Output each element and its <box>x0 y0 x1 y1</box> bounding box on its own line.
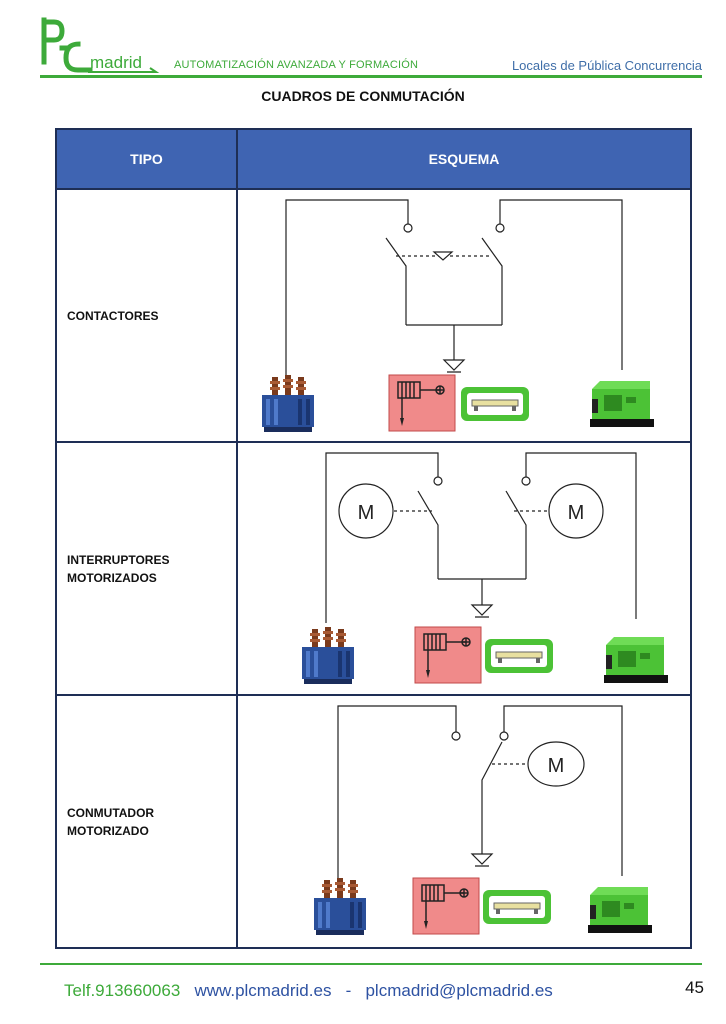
table-row: CONMUTADOR MOTORIZADO <box>55 694 692 949</box>
esquema-cell: M <box>236 694 692 949</box>
contactors-diagram <box>262 199 654 432</box>
footer-separator: - <box>345 981 352 1000</box>
wiring <box>285 199 623 375</box>
emergency-light-icon <box>460 386 530 422</box>
motor-label: M <box>568 502 585 524</box>
transformer-icon <box>262 375 314 432</box>
column-header-esquema: ESQUEMA <box>236 128 692 190</box>
ground-icon <box>470 604 494 618</box>
section-title: Locales de Pública Concurrencia <box>511 58 702 73</box>
table-row: INTERRUPTORES MOTORIZADOS <box>55 441 692 696</box>
footer-contact: Telf.913660063 www.plcmadrid.es - plcmad… <box>64 981 553 1001</box>
fire-hose-icon <box>414 626 482 684</box>
phone-number: Telf.913660063 <box>64 981 181 1000</box>
website-link[interactable]: www.plcmadrid.es <box>194 981 332 1000</box>
wiring <box>337 705 623 878</box>
esquema-cell: M M <box>236 441 692 696</box>
plcmadrid-logo: madrid <box>41 17 160 73</box>
motor-label: M <box>358 502 375 524</box>
fire-hose-icon <box>412 877 480 935</box>
tipo-label: CONTACTORES <box>67 308 159 323</box>
emergency-light-icon <box>482 889 552 925</box>
motorized-breakers-diagram: M M <box>302 452 668 684</box>
generator-icon <box>604 637 668 683</box>
ground-icon <box>470 853 494 867</box>
transformer-icon <box>302 627 354 684</box>
tipo-label-line1: CONMUTADOR <box>67 805 155 820</box>
tipo-label-line1: INTERRUPTORES <box>67 552 170 567</box>
wiring <box>325 452 637 623</box>
tipo-cell: INTERRUPTORES MOTORIZADOS <box>55 441 238 696</box>
footer-divider <box>40 963 702 965</box>
transformer-icon <box>314 878 366 935</box>
column-header-tipo: TIPO <box>55 128 238 190</box>
company-tagline: AUTOMATIZACIÓN AVANZADA Y FORMACIÓN <box>174 59 419 71</box>
motorized-changeover-diagram: M <box>314 705 652 935</box>
generator-icon <box>590 381 654 427</box>
motor-label: M <box>548 755 565 777</box>
motor-icon: M <box>338 483 394 539</box>
page-number: 45 <box>685 978 704 997</box>
tipo-label-line2: MOTORIZADOS <box>67 570 157 585</box>
esquema-cell <box>236 188 692 443</box>
svg-text:madrid: madrid <box>90 53 142 72</box>
emergency-light-icon <box>484 638 554 674</box>
email-link[interactable]: plcmadrid@plcmadrid.es <box>365 981 553 1000</box>
fire-hose-icon <box>388 374 456 432</box>
motor-icon: M <box>527 741 585 787</box>
ground-icon <box>442 359 466 373</box>
motor-icon: M <box>548 483 604 539</box>
header-divider <box>40 75 702 78</box>
table-row: CONTACTORES <box>55 188 692 443</box>
tipo-cell: CONTACTORES <box>55 188 238 443</box>
page-title: CUADROS DE CONMUTACIÓN <box>261 88 465 104</box>
tipo-cell: CONMUTADOR MOTORIZADO <box>55 694 238 949</box>
generator-icon <box>588 887 652 933</box>
switching-panels-table: TIPO ESQUEMA CONTACTORES <box>55 128 692 949</box>
tipo-label-line2: MOTORIZADO <box>67 823 149 838</box>
